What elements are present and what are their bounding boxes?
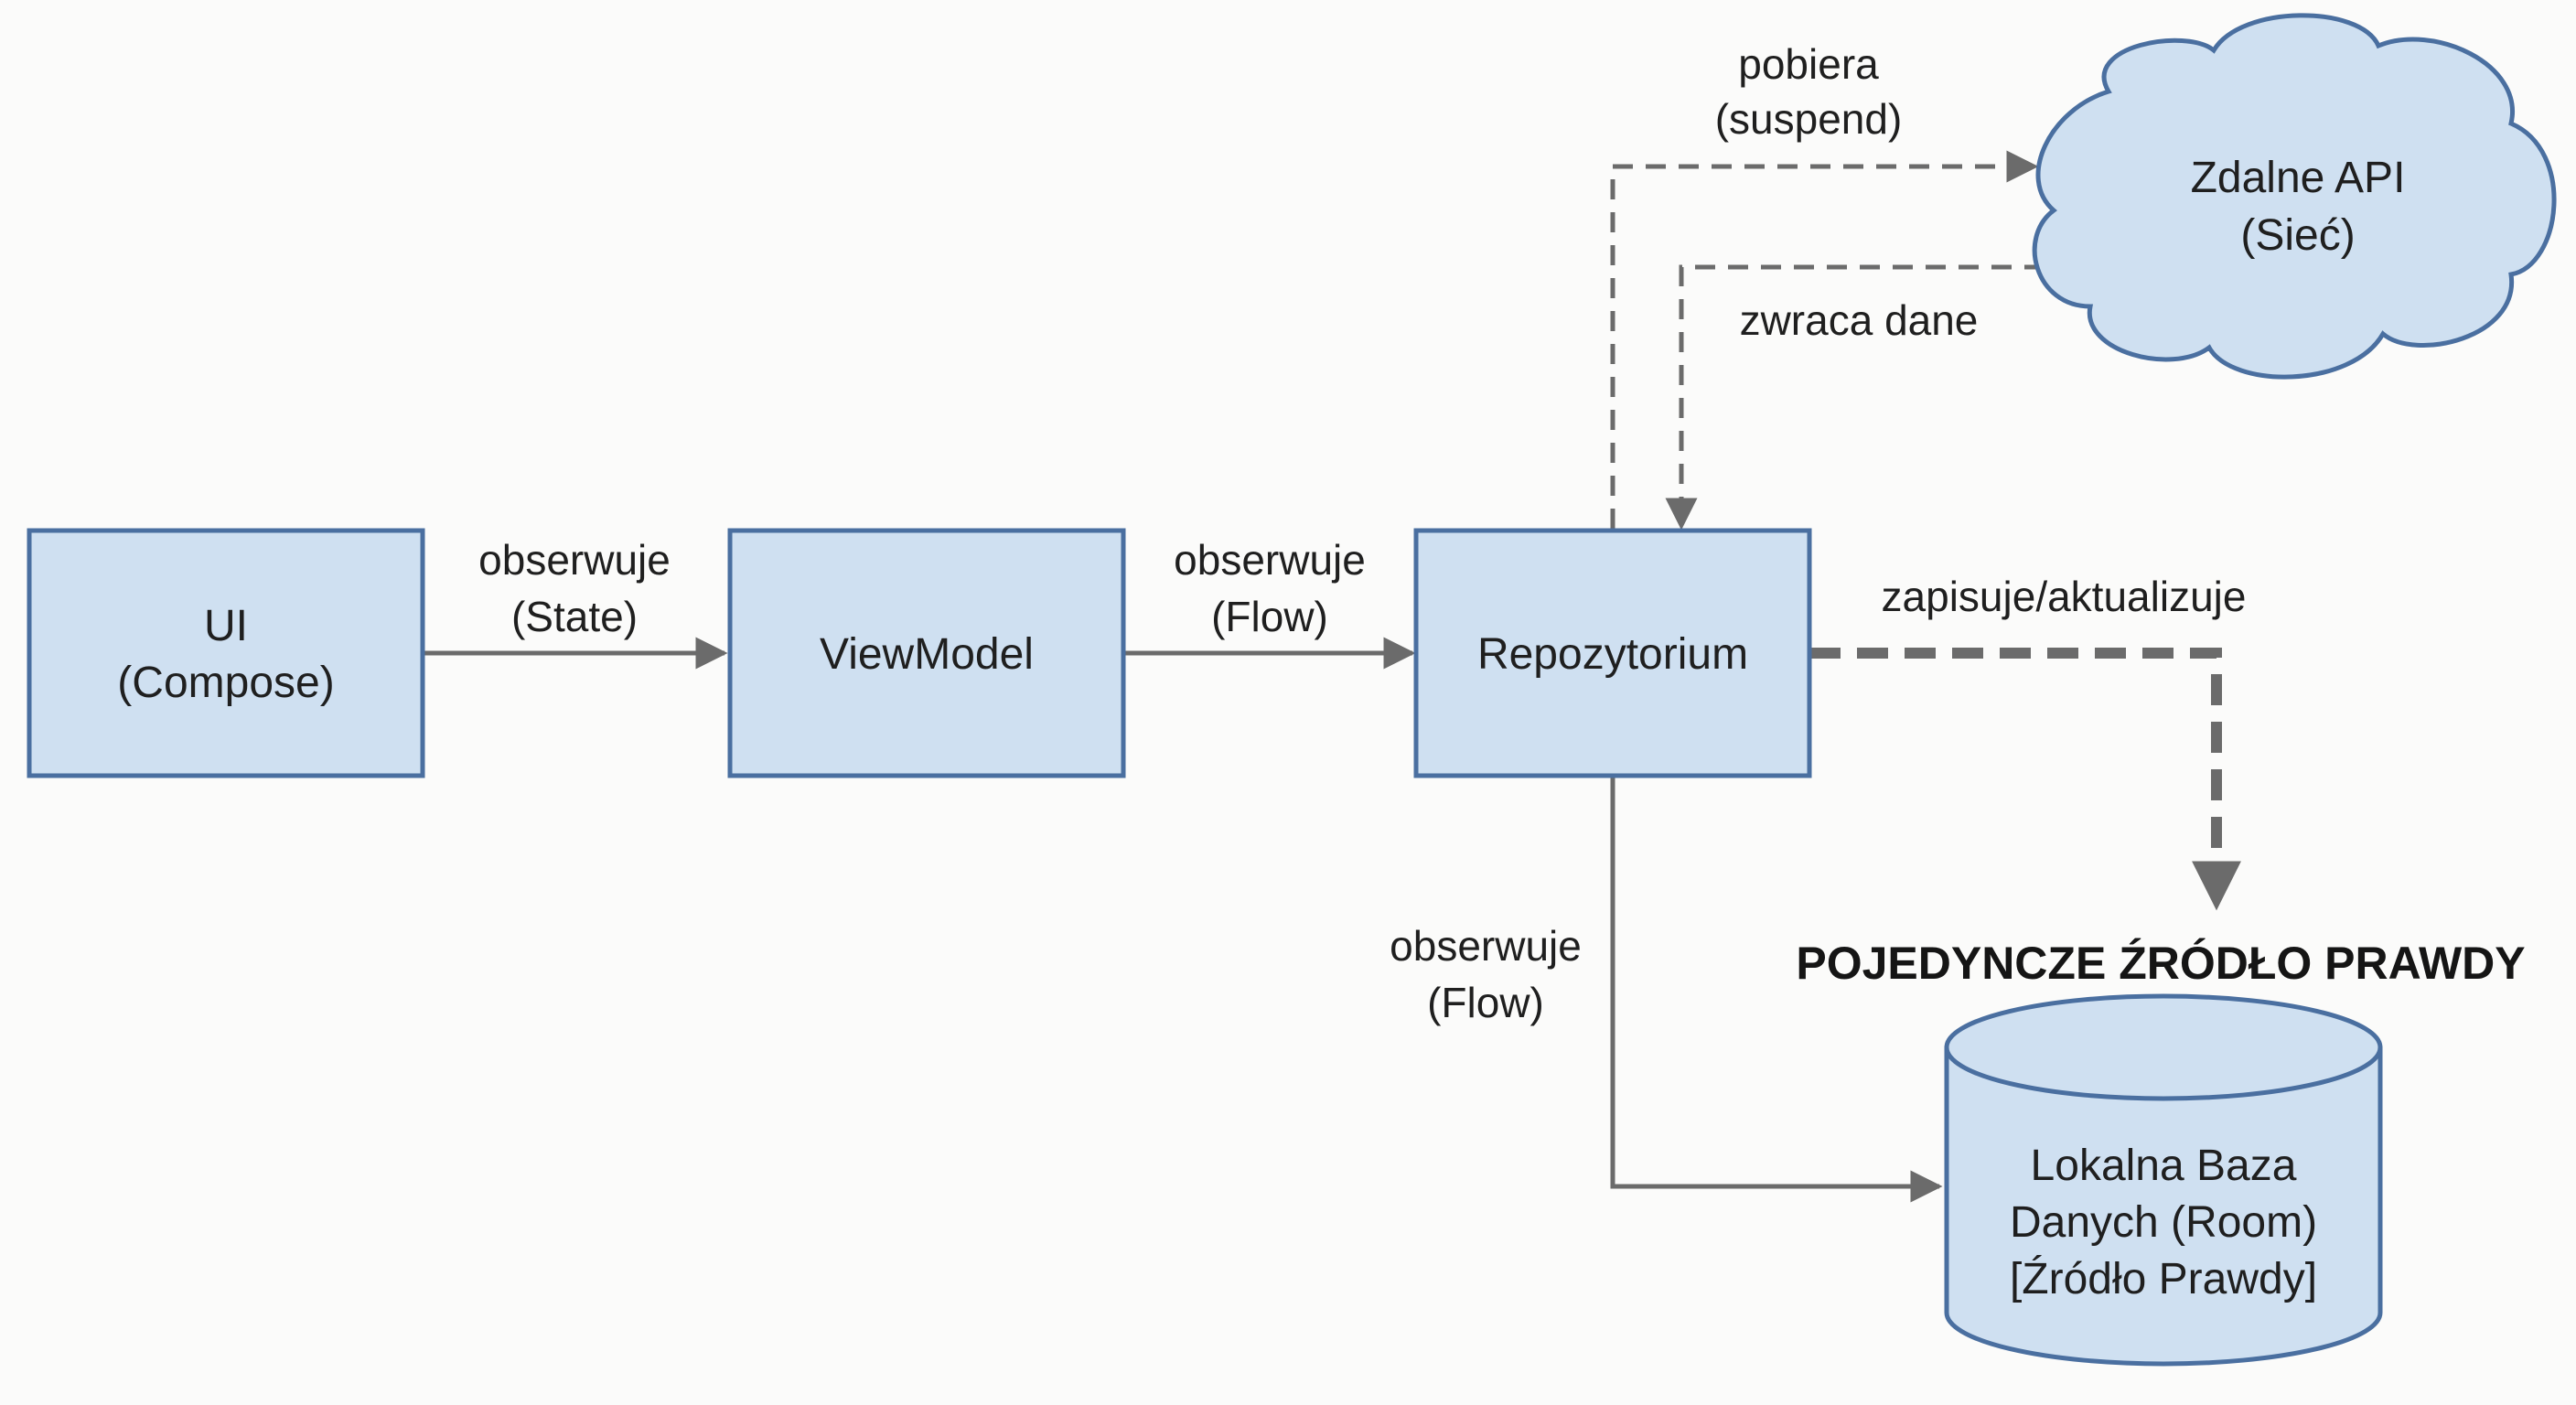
local-db-line3: [Źródło Prawdy] [2010,1255,2317,1303]
writes-label: zapisuje/aktualizuje [1882,573,2247,620]
viewmodel-box: ViewModel [727,528,1126,778]
repository-db-label-line1: obserwuje [1390,922,1582,970]
ui-box-title: UI [204,602,248,650]
local-database-cylinder: Lokalna Baza Danych (Room) [Źródło Prawd… [1944,993,2383,1367]
ui-compose-box: UI (Compose) [27,528,425,778]
returns-label: zwraca dane [1740,296,1979,344]
repository-box: Repozytorium [1413,528,1812,778]
viewmodel-box-title: ViewModel [820,630,1034,679]
writes-arrow [1809,648,2241,911]
remote-api-title: Zdalne API [2191,154,2406,202]
ui-viewmodel-label-line1: obserwuje [478,536,671,584]
ui-viewmodel-label-line2: (State) [511,593,638,640]
ui-box-subtitle: (Compose) [117,659,334,707]
remote-api-subtitle: (Sieć) [2240,211,2355,260]
viewmodel-repository-label-line1: obserwuje [1174,536,1366,584]
fetch-arrow [1610,150,2039,529]
returns-arrow [1665,264,2045,531]
local-db-line2: Danych (Room) [2010,1198,2317,1247]
remote-api-cloud: Zdalne API (Sieć) [2032,13,2557,380]
viewmodel-repository-label-line2: (Flow) [1211,593,1328,640]
single-source-of-truth-title: POJEDYNCZE ŹRÓDŁO PRAWDY [1796,938,2525,989]
fetch-label-line1: pobiera [1738,40,1879,88]
fetch-label-line2: (suspend) [1715,95,1903,143]
repository-box-title: Repozytorium [1477,630,1748,679]
local-db-line1: Lokalna Baza [2031,1142,2297,1190]
repository-to-db-arrow [1610,778,1943,1203]
repository-db-label-line2: (Flow) [1427,979,1544,1026]
